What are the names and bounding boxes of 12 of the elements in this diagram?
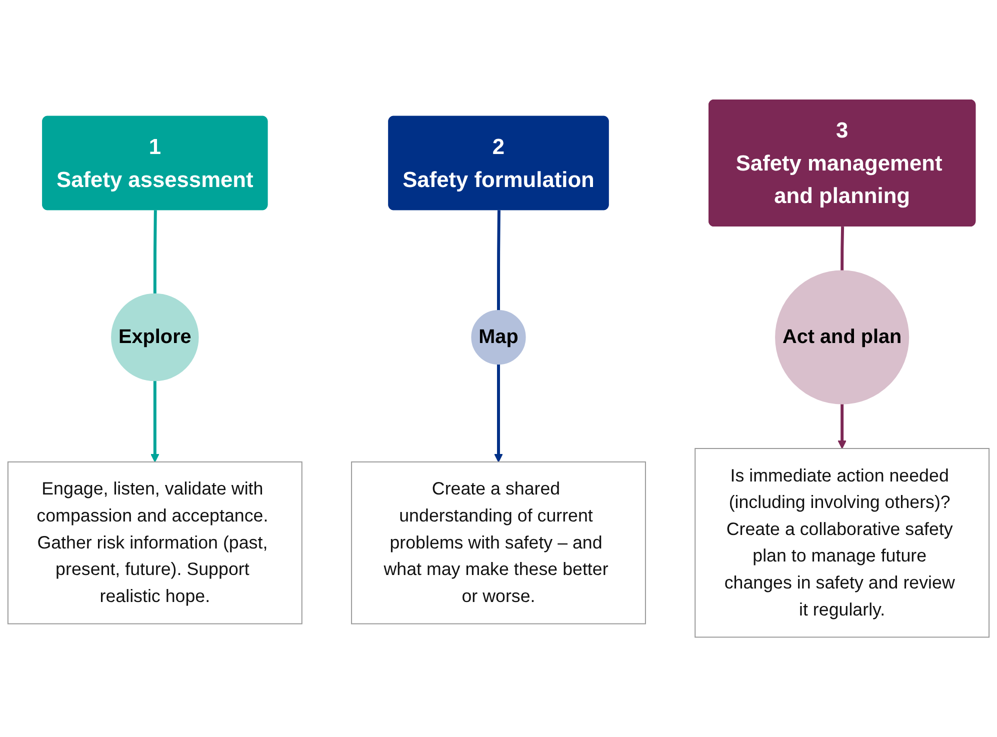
connector <box>840 226 844 271</box>
node-circle: Act and plan <box>775 270 910 404</box>
node-box: Engage, listen, validate with compassion and acceptance. Gather risk information (past, present, future). Support realistic hope. <box>7 461 302 624</box>
node-circle: Map <box>471 310 526 365</box>
connector <box>497 210 500 310</box>
arrow <box>150 380 160 462</box>
arrow <box>838 404 846 449</box>
connector <box>153 210 157 294</box>
arrow <box>494 364 503 462</box>
node-box: Create a shared understanding of current problems with safety – and what may make these better or worse. <box>351 461 646 624</box>
node-box: Is immediate action needed (including involving others)? Create a collaborative safety plan to manage future changes in safety and review it regularly. <box>694 448 990 638</box>
node-circle: Explore <box>111 293 199 382</box>
